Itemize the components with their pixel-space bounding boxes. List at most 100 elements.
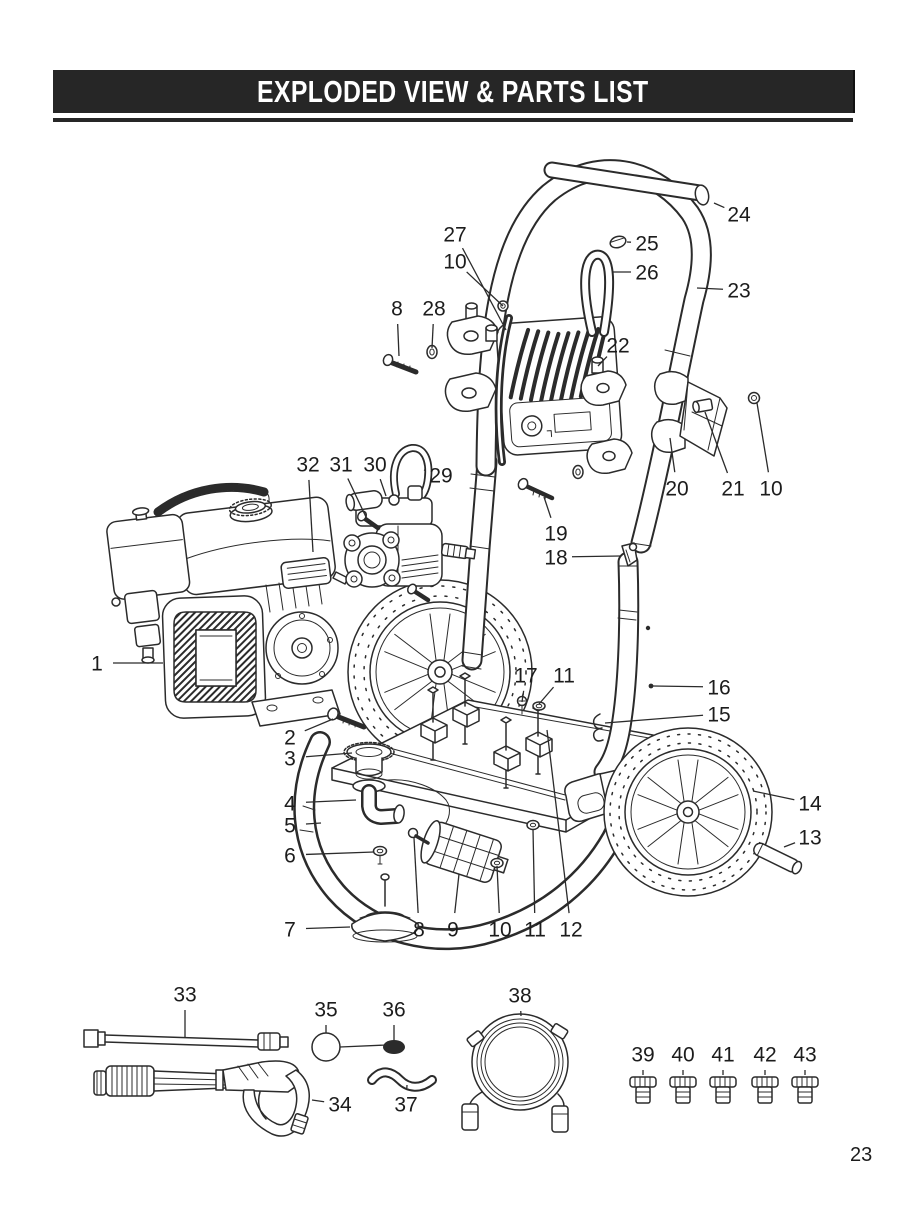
nut-11-bottom <box>526 819 540 831</box>
callout-leader-31 <box>347 478 367 518</box>
callout-label-10: 10 <box>759 477 782 500</box>
right-handle-leg-lower-tube <box>593 551 654 783</box>
wand-drawing <box>83 1029 289 1051</box>
callout-label-26: 26 <box>635 261 658 284</box>
section-title-bar: EXPLODED VIEW & PARTS LIST <box>53 70 855 113</box>
mount-studs <box>427 672 544 789</box>
callout-label-27: 27 <box>443 223 466 246</box>
callout-leader-13 <box>783 842 796 848</box>
callout-label-41: 41 <box>711 1043 734 1066</box>
callout-label-40: 40 <box>671 1043 694 1066</box>
callout-label-43: 43 <box>793 1043 816 1066</box>
callout-label-36: 36 <box>382 998 405 1021</box>
callout-label-23: 23 <box>727 279 750 302</box>
callout-label-12: 12 <box>559 918 582 941</box>
callout-label-11: 11 <box>553 664 575 687</box>
callout-label-42: 42 <box>753 1043 776 1066</box>
callout-leader-8 <box>413 837 419 914</box>
callout-leader-16 <box>652 685 704 688</box>
hose-37-drawing <box>367 1067 437 1092</box>
screw-16 <box>648 683 654 689</box>
callout-leader-10 <box>756 402 770 473</box>
callout-label-29: 29 <box>429 464 452 487</box>
detergent-tank-drawing <box>343 741 450 829</box>
callout-label-11: 11 <box>524 918 546 941</box>
callout-leader-4 <box>305 799 357 803</box>
clip-18-drawing <box>621 542 638 567</box>
callout-leader-20 <box>669 437 676 473</box>
isolator-mounts <box>420 701 553 772</box>
callout-label-13: 13 <box>798 826 821 849</box>
page-number: 23 <box>850 1144 873 1166</box>
bolt-8-bottom <box>407 827 430 845</box>
callout-label-14: 14 <box>798 792 822 815</box>
bolt-19-drawing <box>517 477 555 501</box>
callout-label-37: 37 <box>394 1093 417 1116</box>
nozzle-set-drawing <box>629 1076 819 1104</box>
callout-label-20: 20 <box>665 477 688 500</box>
callout-leader-18 <box>571 555 621 558</box>
callout-label-25: 25 <box>635 232 658 255</box>
nut-11-top <box>532 701 546 711</box>
callout-leader-12 <box>546 729 570 914</box>
connector-35-36 <box>339 1044 387 1048</box>
title-divider-rule <box>53 118 853 122</box>
callout-label-16: 16 <box>707 676 730 699</box>
panel-strap-drawing <box>494 314 513 466</box>
callout-leader-22 <box>597 356 608 367</box>
plug-36-drawing <box>383 1040 405 1054</box>
callout-leader-28 <box>431 323 434 349</box>
spray-gun-drawing <box>93 1060 310 1137</box>
callout-label-10: 10 <box>488 918 511 941</box>
high-pressure-hose-drawing <box>461 1013 569 1133</box>
callout-label-19: 19 <box>544 522 567 545</box>
callout-leader-9 <box>454 873 460 914</box>
callout-leader-8 <box>397 323 400 357</box>
callout-label-9: 9 <box>447 918 459 941</box>
callout-label-30: 30 <box>363 453 386 476</box>
callout-label-7: 7 <box>284 918 296 941</box>
pump-drawing <box>332 444 477 603</box>
callout-label-33: 33 <box>173 983 196 1006</box>
callout-label-38: 38 <box>508 984 531 1007</box>
callout-leader-10 <box>466 271 504 307</box>
callout-leader-15 <box>604 714 704 724</box>
callout-leader-24 <box>713 202 725 209</box>
callout-leader-10 <box>496 865 500 914</box>
callout-label-8: 8 <box>391 297 403 320</box>
callout-leader-34 <box>311 1099 325 1103</box>
engine-drawing <box>106 482 341 727</box>
callout-label-18: 18 <box>544 546 567 569</box>
callout-label-22: 22 <box>606 334 629 357</box>
callout-leader-6 <box>305 851 375 856</box>
callout-label-4: 4 <box>284 792 296 815</box>
callout-label-31: 31 <box>329 453 352 476</box>
nut-6 <box>372 845 388 857</box>
callout-label-17: 17 <box>514 664 537 687</box>
callout-leader-7 <box>305 926 351 930</box>
oring-35-drawing <box>311 1032 341 1062</box>
callout-leader-3 <box>305 752 353 758</box>
callout-label-15: 15 <box>707 703 730 726</box>
page-title: EXPLODED VIEW & PARTS LIST <box>257 73 649 109</box>
callout-label-2: 2 <box>284 726 296 749</box>
engine-carry-handle <box>153 482 270 517</box>
callout-label-24: 24 <box>727 203 751 226</box>
callout-label-28: 28 <box>422 297 445 320</box>
callout-label-21: 21 <box>721 477 744 500</box>
callout-leader-5 <box>305 822 322 825</box>
callout-label-5: 5 <box>284 814 296 837</box>
callout-leader-17 <box>521 690 525 703</box>
callout-leader-32 <box>308 479 314 553</box>
callout-label-1: 1 <box>91 652 103 675</box>
axle-pin-drawing <box>753 842 803 875</box>
handle-grip-tube <box>543 161 710 206</box>
bolt-2-drawing <box>327 707 367 730</box>
cotter-pin-15 <box>592 713 604 742</box>
callout-leader-2 <box>304 718 334 732</box>
callout-label-32: 32 <box>296 453 319 476</box>
callout-label-34: 34 <box>328 1093 352 1116</box>
handle-bracket-right <box>572 356 633 480</box>
